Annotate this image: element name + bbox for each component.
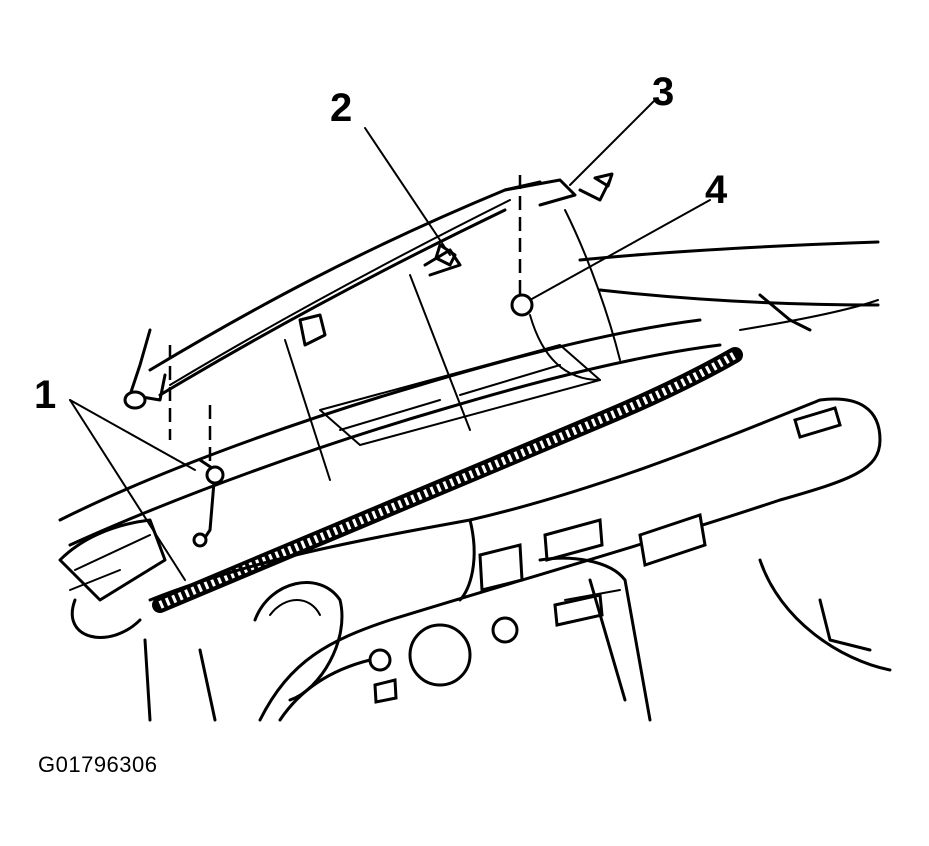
center-console bbox=[538, 556, 652, 722]
wiring-harness bbox=[152, 347, 743, 613]
callout-4: 4 bbox=[705, 168, 728, 212]
left-bracket-assembly bbox=[123, 328, 225, 548]
cluster-and-column bbox=[253, 581, 604, 722]
right-side-trim bbox=[758, 558, 892, 672]
bolt-icon bbox=[205, 465, 225, 485]
callout-3: 3 bbox=[652, 70, 675, 114]
ignition-knob-icon bbox=[408, 623, 472, 687]
fastener-icon bbox=[510, 293, 534, 317]
switch-knob-icon bbox=[491, 616, 519, 644]
windshield-upper-edge bbox=[148, 178, 577, 397]
callout-2: 2 bbox=[330, 86, 353, 130]
callout-leaders bbox=[69, 99, 711, 581]
small-knob-icon bbox=[368, 648, 392, 672]
fasteners-3-4 bbox=[510, 172, 621, 381]
dash-left-end bbox=[58, 518, 217, 722]
airbag-module-brackets bbox=[284, 243, 471, 481]
dash-front-face bbox=[148, 397, 882, 722]
callout-1: 1 bbox=[34, 373, 57, 417]
roof-right-contour bbox=[578, 240, 880, 332]
bolt-icon bbox=[192, 532, 208, 548]
figure-id: G01796306 bbox=[38, 752, 158, 777]
